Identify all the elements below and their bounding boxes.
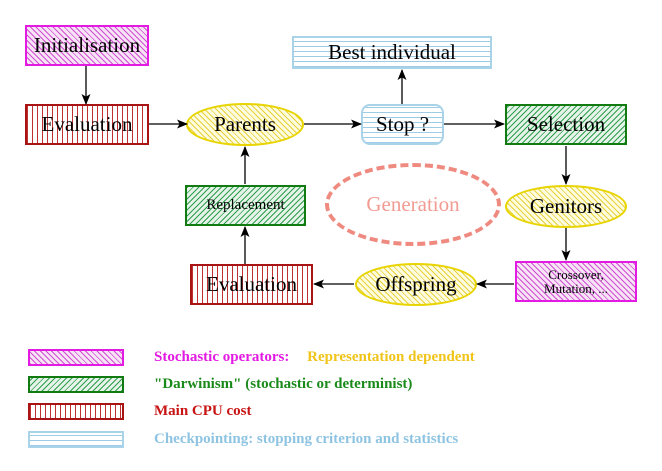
- node-evaluation-top[interactable]: Evaluation: [25, 104, 149, 145]
- node-best-individual[interactable]: Best individual: [292, 36, 492, 69]
- node-evaluation-top-label: Evaluation: [41, 112, 133, 137]
- node-offspring[interactable]: Offspring: [355, 263, 477, 306]
- node-best-individual-label: Best individual: [328, 40, 456, 65]
- legend-label-stochastic-operators: Stochastic operators: Representation dep…: [154, 349, 475, 366]
- node-evaluation-bottom-label: Evaluation: [206, 272, 297, 297]
- legend-row-checkpointing: Checkpointing: stopping criterion and st…: [28, 428, 458, 450]
- node-crossover-mutation-label-line2: Mutation, ...: [544, 280, 608, 296]
- node-replacement-label: Replacement: [206, 196, 285, 213]
- node-parents[interactable]: Parents: [186, 103, 304, 146]
- node-generation-cycle: Generation: [325, 163, 501, 246]
- legend-swatch-magenta-diagonal-hatch: [28, 348, 124, 366]
- node-selection-label: Selection: [526, 112, 606, 137]
- node-genitors[interactable]: Genitors: [505, 185, 627, 228]
- legend-row-darwinism: "Darwinism" (stochastic or determinist): [28, 373, 412, 395]
- legend-text-secondary: Representation dependent: [307, 348, 475, 365]
- legend-label-main-cpu-cost: Main CPU cost: [154, 402, 252, 419]
- node-selection[interactable]: Selection: [505, 104, 627, 145]
- legend-row-main-cpu-cost: Main CPU cost: [28, 400, 252, 422]
- legend-label-darwinism: "Darwinism" (stochastic or determinist): [154, 375, 413, 392]
- node-crossover-mutation[interactable]: Crossover, Mutation, ...: [515, 261, 637, 302]
- node-initialisation[interactable]: Initialisation: [25, 25, 149, 66]
- node-replacement[interactable]: Replacement: [185, 185, 306, 226]
- node-genitors-label: Genitors: [529, 194, 603, 219]
- legend-row-stochastic-operators: Stochastic operators: Representation dep…: [28, 346, 475, 368]
- node-offspring-label: Offspring: [375, 272, 457, 297]
- legend-text-primary: Stochastic operators:: [154, 348, 290, 365]
- node-evaluation-bottom[interactable]: Evaluation: [190, 264, 313, 305]
- node-stop-label: Stop ?: [375, 112, 430, 137]
- node-crossover-mutation-label-line1: Crossover,: [548, 266, 604, 282]
- node-stop[interactable]: Stop ?: [361, 104, 444, 145]
- legend-label-checkpointing: Checkpointing: stopping criterion and st…: [154, 430, 459, 447]
- node-generation-cycle-label: Generation: [366, 192, 460, 216]
- legend-swatch-green-diagonal-hatch: [28, 375, 124, 393]
- legend-swatch-red-vertical-hatch: [28, 402, 124, 420]
- node-parents-label: Parents: [214, 112, 276, 137]
- node-initialisation-label: Initialisation: [33, 33, 141, 58]
- legend-swatch-blue-horizontal-hatch: [28, 430, 124, 448]
